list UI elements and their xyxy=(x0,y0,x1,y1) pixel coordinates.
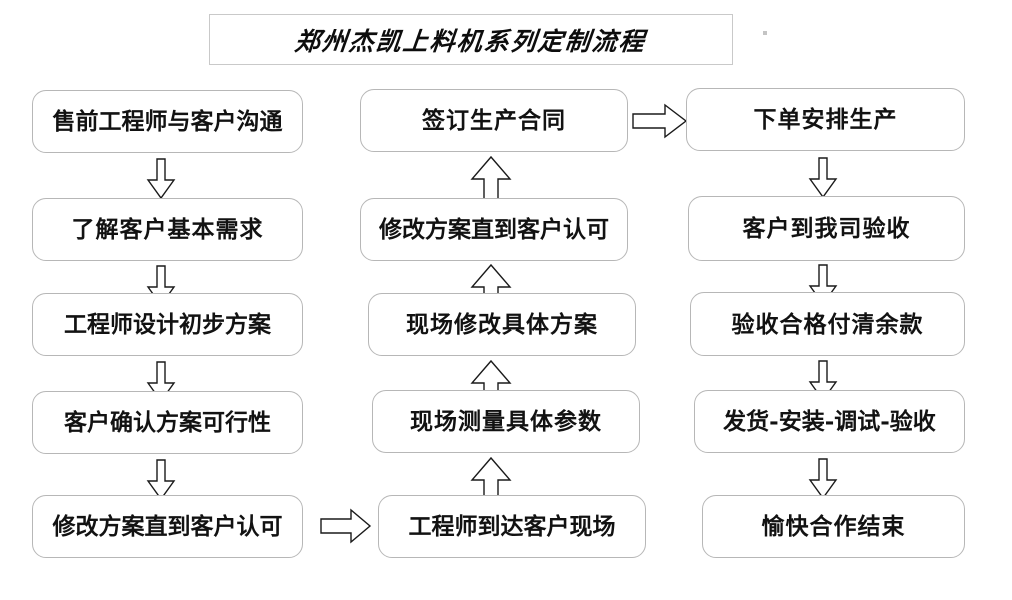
node-ship-install-debug-accept[interactable]: 发货-安装-调试-验收 xyxy=(694,390,965,453)
arrow-right-m1-r1 xyxy=(632,103,688,139)
node-pre-sales-communication[interactable]: 售前工程师与客户沟通 xyxy=(32,90,303,153)
diagram-title: 郑州杰凯上料机系列定制流程 xyxy=(293,26,648,56)
node-label: 验收合格付清余款 xyxy=(731,310,924,338)
node-onsite-measure-params[interactable]: 现场测量具体参数 xyxy=(372,390,640,453)
node-label: 客户确认方案可行性 xyxy=(64,409,271,436)
node-label: 现场测量具体参数 xyxy=(410,408,602,435)
node-label: 发货-安装-调试-验收 xyxy=(723,408,936,435)
arrow-down-r4-r5 xyxy=(808,458,838,500)
node-label: 了解客户基本需求 xyxy=(71,216,264,243)
arrow-right-l5-m5 xyxy=(320,508,372,544)
node-label: 下单安排生产 xyxy=(753,106,898,133)
diagram-title-box: 郑州杰凯上料机系列定制流程 xyxy=(209,14,733,65)
arrow-down-l4-l5 xyxy=(146,459,176,501)
node-label: 售前工程师与客户沟通 xyxy=(52,108,283,135)
node-revise-until-approved-left[interactable]: 修改方案直到客户认可 xyxy=(32,495,303,558)
node-label: 工程师设计初步方案 xyxy=(64,311,271,338)
node-engineer-arrives-onsite[interactable]: 工程师到达客户现场 xyxy=(378,495,646,558)
node-place-order-production[interactable]: 下单安排生产 xyxy=(686,88,965,151)
node-pay-balance[interactable]: 验收合格付清余款 xyxy=(690,292,965,356)
node-understand-requirements[interactable]: 了解客户基本需求 xyxy=(32,198,303,261)
node-label: 愉快合作结束 xyxy=(761,513,906,540)
node-preliminary-design[interactable]: 工程师设计初步方案 xyxy=(32,293,303,356)
node-revise-until-approved-middle[interactable]: 修改方案直到客户认可 xyxy=(360,198,628,261)
arrow-down-r1-r2 xyxy=(808,157,838,199)
node-label: 修改方案直到客户认可 xyxy=(52,513,283,540)
node-label: 签订生产合同 xyxy=(422,107,566,134)
node-confirm-feasibility[interactable]: 客户确认方案可行性 xyxy=(32,391,303,454)
node-cooperation-end[interactable]: 愉快合作结束 xyxy=(702,495,965,558)
node-sign-contract[interactable]: 签订生产合同 xyxy=(360,89,628,152)
node-label: 修改方案直到客户认可 xyxy=(379,216,609,243)
node-onsite-revise-plan[interactable]: 现场修改具体方案 xyxy=(368,293,636,356)
node-label: 现场修改具体方案 xyxy=(406,311,598,338)
node-customer-inspection[interactable]: 客户到我司验收 xyxy=(688,196,965,261)
node-label: 客户到我司验收 xyxy=(742,215,911,242)
node-label: 工程师到达客户现场 xyxy=(408,513,616,540)
image-speck xyxy=(763,31,767,35)
arrow-down-l1-l2 xyxy=(146,158,176,200)
